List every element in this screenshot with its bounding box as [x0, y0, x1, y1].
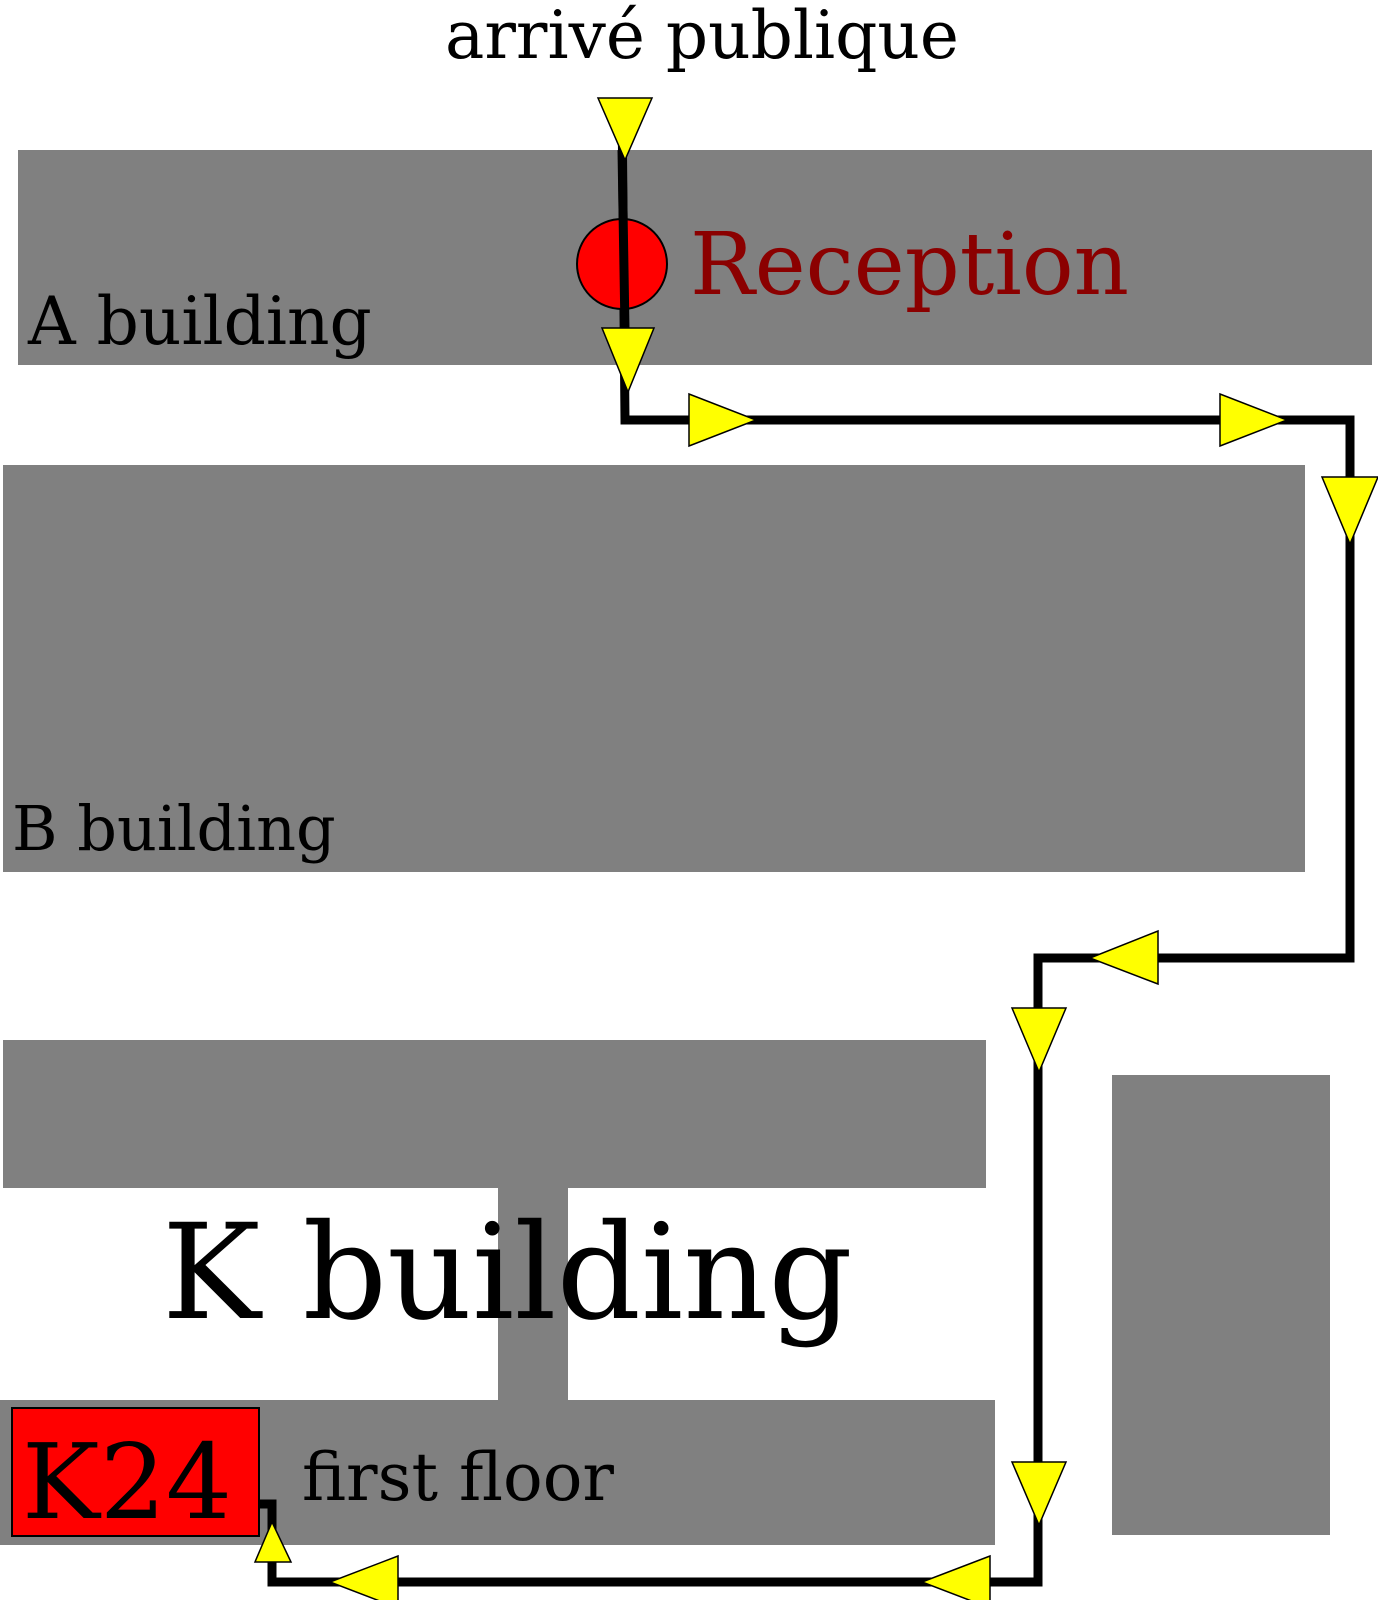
- route-arrows: [253, 97, 1378, 1600]
- building-k-connector: [498, 1188, 568, 1400]
- floor-label: first floor: [302, 1439, 614, 1516]
- arrow-left-k-bottom-2-icon: [327, 1554, 399, 1600]
- arrow-right-1-icon: [688, 392, 759, 448]
- map-labels: arrivé publique Reception A building B b…: [12, 0, 1129, 1543]
- arrow-right-2-icon: [1219, 392, 1290, 448]
- arrow-down-k-1-icon: [1010, 1007, 1068, 1074]
- building-b-label: B building: [12, 792, 336, 865]
- arrow-down-entrance-icon: [596, 97, 654, 162]
- route-line-through-reception: [617, 149, 630, 331]
- building-a: [18, 150, 1372, 365]
- arrow-down-reception-icon: [600, 327, 656, 394]
- building-k-label: K building: [162, 1196, 853, 1350]
- arrow-up-k24-icon: [253, 1520, 293, 1563]
- building-annex: [1112, 1075, 1330, 1535]
- entrance-label: arrivé publique: [445, 0, 959, 74]
- room-k24-box: [11, 1407, 260, 1537]
- arrow-down-k-2-icon: [1010, 1461, 1068, 1527]
- room-k24-label: K24: [22, 1421, 232, 1543]
- arrow-left-k-bottom-1-icon: [919, 1554, 991, 1600]
- building-a-label: A building: [27, 283, 372, 360]
- arrow-left-k-icon: [1087, 929, 1159, 986]
- building-b: [3, 465, 1305, 872]
- reception-label: Reception: [690, 215, 1129, 315]
- arrow-down-east-icon: [1320, 476, 1378, 546]
- building-k-top-wing: [3, 1040, 986, 1188]
